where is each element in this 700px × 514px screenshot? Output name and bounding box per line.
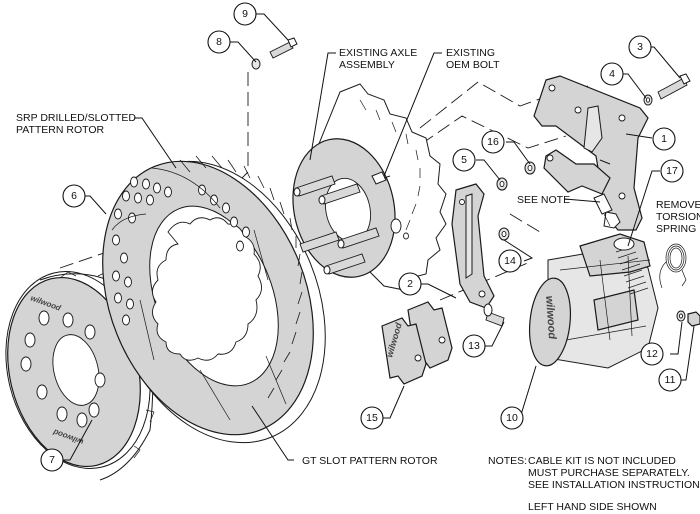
notes-block: NOTES: CABLE KIT IS NOT INCLUDED MUST PU… (488, 455, 700, 513)
brake-pads: wilwood (381, 301, 453, 385)
caliper-mount-bracket (451, 183, 495, 309)
label-oem-bolt: EXISTING OEM BOLT (446, 47, 500, 71)
callout-9-text: 9 (242, 8, 248, 20)
rotor-vanes (179, 155, 303, 399)
nut-11 (687, 311, 700, 327)
washer-5 (496, 177, 508, 191)
washer-16 (524, 161, 536, 175)
callout-12-text: 12 (646, 348, 658, 360)
callout-9: 9 (233, 2, 257, 26)
label-oem-bolt-line1: EXISTING (446, 47, 495, 59)
callout-1-text: 1 (661, 133, 667, 145)
callout-7-text: 7 (49, 454, 55, 466)
label-srp-rotor-line2: PATTERN ROTOR (16, 124, 105, 136)
callout-13: 13 (462, 334, 486, 358)
bolt-9 (269, 37, 298, 59)
caliper-brand: wilwood (543, 295, 558, 339)
callout-8-text: 8 (216, 36, 222, 48)
park-brake-spring (613, 237, 649, 295)
label-torsion-line1: REMOVE (656, 199, 700, 211)
label-srp-rotor: SRP DRILLED/SLOTTED PATTERN ROTOR (16, 112, 136, 136)
oem-bolt (371, 171, 391, 185)
callout-4-text: 4 (609, 68, 615, 80)
callout-15: 15 (360, 406, 384, 430)
callout-10: 10 (500, 406, 524, 430)
washer-14 (498, 227, 510, 241)
callout-11: 11 (658, 368, 682, 392)
wheel-studs (293, 175, 380, 275)
callout-6: 6 (62, 184, 86, 208)
cable-end-fitting (593, 193, 613, 227)
label-gt-rotor: GT SLOT PATTERN ROTOR (302, 455, 438, 467)
notes-side: LEFT HAND SIDE SHOWN (528, 501, 657, 513)
callout-7: 7 (40, 448, 64, 472)
caliper-bracket (533, 75, 649, 231)
rotor-slots (111, 167, 287, 421)
callout-14-text: 14 (504, 255, 516, 267)
notes-line-1: CABLE KIT IS NOT INCLUDED (528, 455, 676, 467)
callout-17: 17 (660, 159, 684, 183)
callout-3-text: 3 (637, 41, 643, 53)
callout-1: 1 (652, 127, 676, 151)
notes-line-2: MUST PURCHASE SEPARATELY. (528, 467, 690, 479)
washer-8 (251, 58, 261, 70)
washer-4 (643, 94, 653, 106)
callout-11-text: 11 (665, 374, 676, 386)
callout-17-text: 17 (666, 165, 678, 177)
notes-line-3: SEE INSTALLATION INSTRUCTIONS (528, 479, 700, 491)
callout-10-text: 10 (506, 412, 518, 424)
caliper: wilwood (528, 233, 659, 369)
callout-2-text: 2 (407, 278, 413, 290)
drilled-slotted-rotor (102, 155, 326, 444)
callout-4: 4 (600, 62, 624, 86)
label-torsion-line2: TORSION (656, 211, 700, 223)
callout-2: 2 (398, 272, 422, 296)
callout-13-text: 13 (468, 340, 480, 352)
label-torsion-line3: SPRING (656, 223, 696, 235)
callout-3: 3 (628, 35, 652, 59)
rotor-drill-holes (112, 176, 250, 326)
callout-14: 14 (498, 249, 522, 273)
callout-16-text: 16 (487, 136, 499, 148)
label-torsion-spring: REMOVE TORSION SPRING (656, 199, 700, 235)
label-axle-line1: EXISTING AXLE (339, 47, 417, 59)
label-axle-line2: ASSEMBLY (339, 59, 395, 71)
label-oem-bolt-line2: OEM BOLT (446, 59, 500, 71)
callout-16: 16 (481, 130, 505, 154)
callout-12: 12 (640, 342, 664, 366)
label-axle-assembly: EXISTING AXLE ASSEMBLY (339, 47, 417, 71)
label-see-note: SEE NOTE (517, 194, 570, 206)
washer-12 (676, 310, 686, 322)
callout-15-text: 15 (366, 412, 378, 424)
existing-axle-assembly (292, 83, 447, 291)
label-srp-rotor-line1: SRP DRILLED/SLOTTED (16, 112, 136, 124)
notes-prefix: NOTES: (488, 455, 527, 467)
callout-8: 8 (207, 30, 231, 54)
callout-5: 5 (452, 148, 476, 172)
callout-6-text: 6 (71, 190, 77, 202)
stud-13 (483, 303, 505, 327)
callout-5-text: 5 (461, 154, 467, 166)
hat-bolt-holes (20, 310, 106, 428)
bolt-3 (657, 73, 691, 100)
torsion-spring (659, 243, 687, 289)
